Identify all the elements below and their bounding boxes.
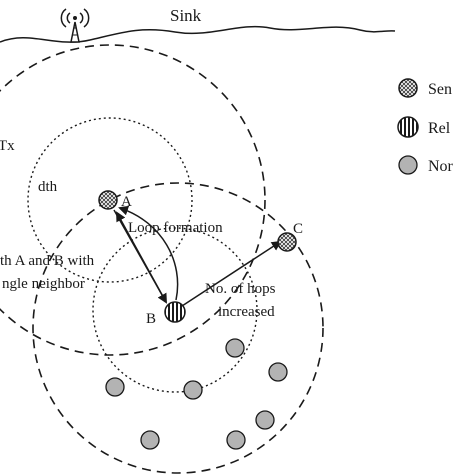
- node-a-sender-icon: [98, 190, 118, 210]
- normal-nodes: [105, 338, 288, 450]
- threshold-circle-b: [92, 227, 258, 393]
- normal-node: [268, 362, 288, 382]
- range-circle-a: [0, 44, 266, 356]
- threshold-label: dth: [38, 179, 58, 195]
- node-c-sender-icon: [277, 232, 297, 252]
- node-a-label: A: [121, 194, 132, 210]
- loop-arc-arrow: [118, 205, 179, 301]
- normal-node: [226, 430, 246, 450]
- hops-label-line1: No. of hops: [205, 281, 276, 297]
- loop-formation-label: Loop formation: [128, 220, 223, 236]
- normal-node: [225, 338, 245, 358]
- legend-normal-label: Nor: [428, 158, 454, 175]
- arrow-b-to-c: [181, 240, 282, 307]
- sink-label: Sink: [170, 6, 202, 25]
- node-c-label: C: [293, 221, 303, 237]
- threshold-circle-a: [27, 117, 193, 283]
- sink-antenna-icon: [60, 8, 90, 43]
- single-neighbor-label-line2: ngle neighbor: [2, 276, 85, 292]
- node-b-relay-icon: [164, 301, 186, 323]
- hops-label-line2: increased: [218, 304, 275, 320]
- legend-relay-icon: [397, 116, 419, 138]
- water-surface-line: [0, 25, 396, 43]
- normal-node: [140, 430, 160, 450]
- legend-normal-icon: [398, 155, 418, 175]
- arrow-b-to-a: [116, 211, 167, 303]
- normal-node: [183, 380, 203, 400]
- legend-sender-icon: [398, 78, 418, 98]
- legend-relay-label: Rel: [428, 120, 451, 137]
- legend: Sen Rel Nor: [397, 78, 454, 175]
- single-neighbor-label-line1: th A and B with: [0, 253, 95, 269]
- node-b-label: B: [146, 311, 156, 327]
- range-label: Tx: [0, 138, 15, 154]
- normal-node: [255, 410, 275, 430]
- normal-node: [105, 377, 125, 397]
- legend-sender-label: Sen: [428, 81, 452, 98]
- range-circle-b: [32, 182, 324, 474]
